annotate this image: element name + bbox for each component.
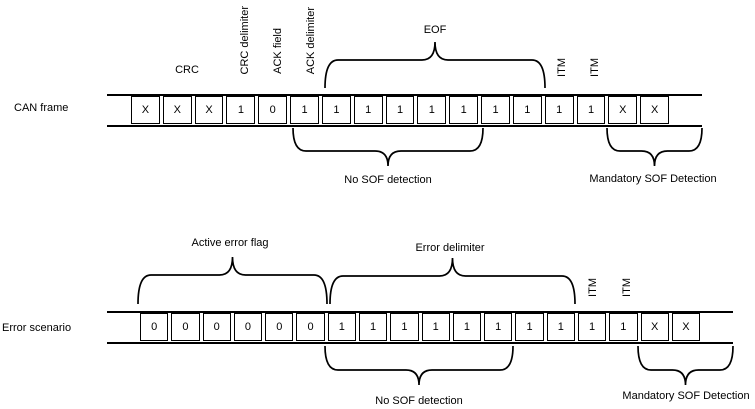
bit-cell: 1: [609, 313, 638, 341]
bit-cell: X: [640, 313, 669, 341]
itm-field-label-1: ITM: [556, 58, 568, 77]
bit-cell: X: [131, 96, 160, 124]
itm-field-label-2: ITM: [589, 58, 601, 77]
ack-delimiter-field-label: ACK delimiter: [305, 6, 317, 74]
error-scenario-row-label: Error scenario: [2, 322, 72, 334]
mandatory-sof-brace-2: [637, 345, 734, 386]
can-frame-top-rail: [107, 94, 702, 96]
bit-cell: 0: [258, 96, 288, 124]
can-frame-bottom-rail: [107, 125, 702, 127]
bit-cell: X: [162, 96, 192, 124]
bit-cell: 1: [327, 313, 356, 341]
mandatory-sof-brace-1: [606, 127, 703, 167]
bit-cell: 0: [296, 313, 325, 341]
bit-cell: 1: [353, 96, 383, 124]
bit-cell: 0: [265, 313, 294, 341]
bit-cell: 1: [577, 313, 607, 341]
bit-cell: 0: [171, 313, 200, 341]
bit-cell: 1: [515, 313, 544, 341]
bit-cell: 1: [544, 96, 574, 124]
bit-cell: 1: [576, 96, 606, 124]
bit-cell: 0: [140, 313, 169, 341]
eof-field-label: EOF: [423, 24, 447, 36]
error-delimiter-label: Error delimiter: [415, 242, 485, 254]
eof-brace: [324, 41, 546, 89]
bit-cell: 1: [481, 96, 510, 124]
error-scenario-top-rail: [107, 311, 733, 313]
can-frame-row-label: CAN frame: [14, 102, 69, 114]
bit-cell: 1: [358, 313, 388, 341]
no-sof-detection-label-1: No SOF detection: [344, 174, 432, 186]
ack-field-label: ACK field: [272, 28, 284, 74]
no-sof-brace-1: [292, 127, 484, 167]
bit-cell: X: [671, 313, 701, 341]
bit-cell: X: [640, 96, 670, 124]
bit-cell: 1: [290, 96, 319, 124]
bit-cell: 0: [202, 313, 231, 341]
bit-cell: X: [608, 96, 638, 124]
no-sof-brace-2: [324, 345, 514, 386]
bit-cell: 1: [484, 313, 513, 341]
bit-cell: 1: [226, 96, 256, 124]
bit-cell: 1: [449, 96, 479, 124]
bit-cell: 1: [546, 313, 575, 341]
mandatory-sof-detection-label-2: Mandatory SOF Detection: [622, 390, 750, 402]
active-error-flag-brace: [137, 256, 328, 305]
itm-field-label-4: ITM: [621, 278, 633, 297]
itm-field-label-3: ITM: [587, 278, 599, 297]
mandatory-sof-detection-label-1: Mandatory SOF Detection: [589, 173, 717, 185]
crc-field-label: CRC: [175, 64, 199, 76]
bit-cell: 1: [417, 96, 447, 124]
error-delimiter-brace: [329, 257, 576, 305]
bit-cell: 1: [452, 313, 482, 341]
bit-cell: 1: [512, 96, 542, 124]
bit-cell: 1: [385, 96, 415, 124]
bit-cell: 1: [421, 313, 450, 341]
bit-cell: X: [194, 96, 224, 124]
bit-cell: 0: [233, 313, 263, 341]
bit-cell: 1: [321, 96, 351, 124]
active-error-flag-label: Active error flag: [191, 237, 269, 249]
bit-cell: 1: [390, 313, 419, 341]
crc-delimiter-field-label: CRC delimiter: [239, 5, 251, 74]
no-sof-detection-label-2: No SOF detection: [375, 395, 463, 407]
error-scenario-bottom-rail: [107, 342, 733, 344]
